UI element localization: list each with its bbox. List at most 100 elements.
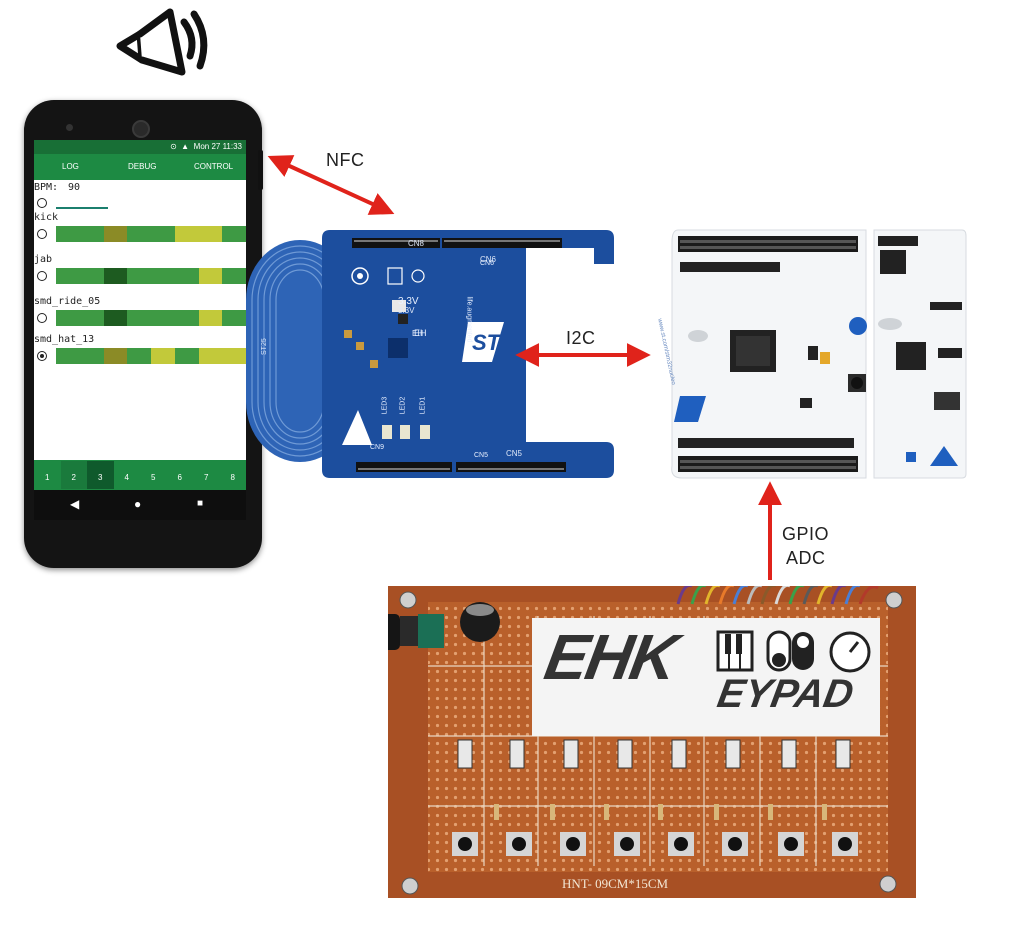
pattern-cell[interactable] <box>222 348 246 364</box>
sequencer-panel: BPM: 90 kick jab smd_ride_05 smd_hat_13 <box>34 180 246 460</box>
track-radio[interactable] <box>37 313 47 323</box>
svg-text:EH: EH <box>412 329 423 338</box>
recent-apps-icon[interactable]: ■ <box>197 498 204 509</box>
track-pattern-row <box>56 226 246 242</box>
adc-label: ADC <box>786 548 826 568</box>
pattern-cell[interactable] <box>151 348 175 364</box>
cn6-label: CN6 <box>480 260 495 267</box>
pattern-cell[interactable] <box>127 268 151 284</box>
nfc-expansion-board: ST CN8 CN6 3.3V EH CN5 <box>322 230 614 478</box>
track-name: jab <box>34 254 53 265</box>
eh-label: EH <box>414 328 427 338</box>
pattern-cell[interactable] <box>222 268 246 284</box>
step-button[interactable]: 1 <box>34 461 61 489</box>
track-pattern-row <box>56 348 246 364</box>
tab-control[interactable]: CONTROL <box>194 162 234 171</box>
pattern-cell[interactable] <box>174 310 199 326</box>
tab-log[interactable]: LOG <box>62 162 79 171</box>
pattern-cell[interactable] <box>174 348 199 364</box>
pattern-cell[interactable] <box>127 348 151 364</box>
svg-text:CN8: CN8 <box>408 239 425 248</box>
pattern-cell[interactable] <box>222 226 246 242</box>
bpm-radio[interactable] <box>37 198 47 208</box>
pattern-cell[interactable] <box>198 268 223 284</box>
step-button[interactable]: 3 <box>87 461 114 489</box>
track-pattern-row <box>56 268 246 284</box>
pattern-cell[interactable] <box>198 348 223 364</box>
pattern-cell[interactable] <box>56 310 80 326</box>
keypad-logo-sub: EYPAD <box>714 672 857 716</box>
pattern-cell[interactable] <box>56 226 80 242</box>
keypad-perfboard <box>388 586 916 898</box>
voltage-label: 3.3V <box>398 296 419 307</box>
track-name: kick <box>34 212 59 223</box>
svg-text:3.3V: 3.3V <box>398 306 415 315</box>
pattern-cell[interactable] <box>151 226 175 242</box>
svg-text:ST: ST <box>472 330 502 355</box>
track-pattern-row <box>56 310 246 326</box>
track-radio[interactable] <box>37 229 47 239</box>
pattern-cell[interactable] <box>79 348 104 364</box>
radio-selected-dot <box>40 354 44 358</box>
keys-icon <box>716 630 754 672</box>
svg-text:ST25: ST25 <box>261 338 268 355</box>
pattern-cell[interactable] <box>174 226 199 242</box>
pattern-cell[interactable] <box>56 348 80 364</box>
pattern-cell[interactable] <box>103 226 128 242</box>
pattern-cell[interactable] <box>79 268 104 284</box>
status-time: Mon 27 11:33 <box>193 142 242 151</box>
pattern-cell[interactable] <box>103 348 128 364</box>
gpio-label: GPIO <box>782 524 830 544</box>
i2c-label: I2C <box>566 328 596 348</box>
step-button[interactable]: 2 <box>60 461 87 489</box>
home-icon[interactable]: ● <box>134 497 142 511</box>
pattern-cell[interactable] <box>127 226 151 242</box>
led2-label: LED2 <box>399 396 407 415</box>
tab-debug[interactable]: DEBUG <box>128 162 157 171</box>
pattern-cell[interactable] <box>222 310 246 326</box>
cn5-label: CN5 <box>474 452 489 459</box>
step-button[interactable]: 7 <box>193 461 220 489</box>
earpiece <box>66 124 73 131</box>
cn9-label: CN9 <box>370 444 385 451</box>
phone-screen: ⊙ ▲ Mon 27 11:33 LOG DEBUG CONTROL BPM: … <box>34 140 246 520</box>
pattern-cell[interactable] <box>198 310 223 326</box>
bpm-value[interactable]: 90 <box>68 182 81 193</box>
status-icons: ⊙ ▲ <box>170 142 190 151</box>
pattern-cell[interactable] <box>79 226 104 242</box>
svg-text:CN5: CN5 <box>506 449 523 458</box>
pattern-cell[interactable] <box>79 310 104 326</box>
step-button[interactable]: 6 <box>166 461 193 489</box>
track-name: smd_ride_05 <box>34 296 101 307</box>
step-button[interactable]: 8 <box>219 461 246 489</box>
app-tab-bar: LOG DEBUG CONTROL <box>34 154 246 180</box>
pattern-cell[interactable] <box>103 268 128 284</box>
pattern-cell[interactable] <box>127 310 151 326</box>
pattern-cell[interactable] <box>151 310 175 326</box>
track-radio[interactable] <box>37 351 47 361</box>
led3-label: LED3 <box>381 396 389 415</box>
nfc-label: NFC <box>326 150 365 170</box>
step-button[interactable]: 4 <box>113 461 140 489</box>
android-nav-bar: ◀ ● ■ <box>34 490 246 520</box>
pattern-cell[interactable] <box>151 268 175 284</box>
bpm-slider[interactable] <box>56 207 108 209</box>
pattern-cell[interactable] <box>198 226 223 242</box>
svg-text:CN6: CN6 <box>480 255 497 264</box>
back-icon[interactable]: ◀ <box>70 497 80 511</box>
stm32-nucleo-board <box>671 229 967 479</box>
pattern-cell[interactable] <box>174 268 199 284</box>
front-camera <box>132 120 150 138</box>
step-button[interactable]: 5 <box>140 461 167 489</box>
track-radio[interactable] <box>37 271 47 281</box>
keypad-logo-main: EHK <box>539 621 682 693</box>
track-name: smd_hat_13 <box>34 334 95 345</box>
status-bar: ⊙ ▲ Mon 27 11:33 <box>34 140 246 154</box>
phone-side-button <box>258 150 263 190</box>
bpm-label: BPM: <box>34 182 59 193</box>
pattern-cell[interactable] <box>56 268 80 284</box>
brand-label: life.augmented <box>465 296 473 343</box>
speaker-sound-icon <box>116 8 208 76</box>
pattern-cell[interactable] <box>103 310 128 326</box>
